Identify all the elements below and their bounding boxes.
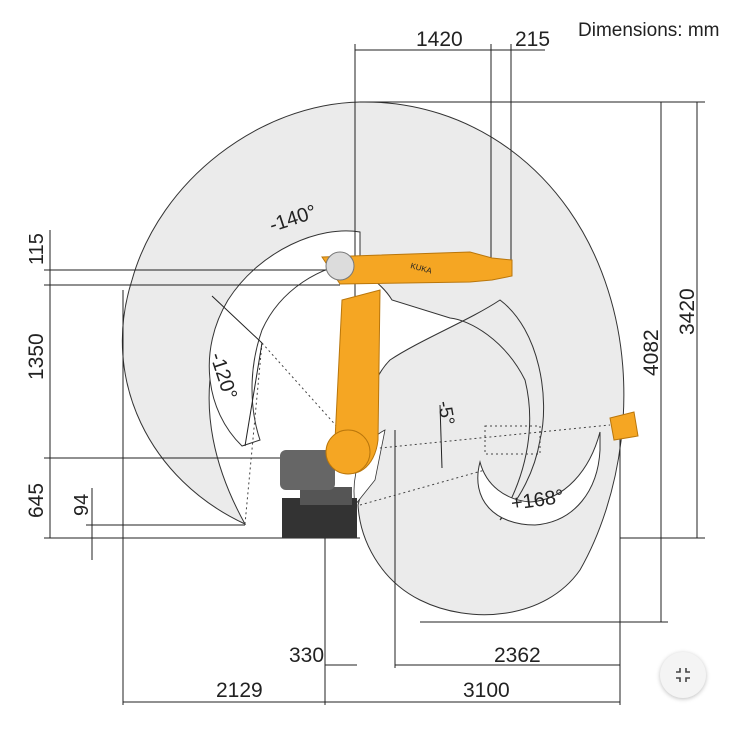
collapse-icon bbox=[676, 668, 690, 682]
units-label: Dimensions: mm bbox=[578, 20, 720, 41]
dim-bottom-back-reach: 2129 bbox=[216, 679, 263, 702]
construction-lines bbox=[244, 342, 611, 525]
dim-bottom-inner-reach: 2362 bbox=[494, 644, 541, 667]
fullscreen-toggle-button[interactable] bbox=[660, 652, 706, 698]
dim-left-offset-upper: 115 bbox=[26, 233, 48, 265]
dim-bottom-front-reach: 3100 bbox=[463, 679, 510, 702]
dim-bottom-offset: 330 bbox=[289, 644, 324, 667]
robot-wrist-far bbox=[609, 411, 639, 441]
front-inner-envelope bbox=[477, 431, 601, 526]
dim-top-reach: 1420 bbox=[416, 28, 463, 51]
dim-left-small: 94 bbox=[71, 494, 93, 516]
dim-left-base: 645 bbox=[25, 483, 48, 518]
dim-top-flange: 215 bbox=[515, 28, 550, 51]
robot-upper-arm bbox=[321, 251, 513, 285]
angle-axis5: -5° bbox=[433, 399, 458, 427]
robot-arm: KUKA bbox=[280, 251, 639, 538]
dim-right-inner: 4082 bbox=[640, 329, 663, 376]
dimension-labels: 1420 215 115 1350 645 94 4082 3420 330 2… bbox=[25, 28, 699, 702]
dim-right-outer: 3420 bbox=[676, 288, 699, 335]
dim-left-arm: 1350 bbox=[25, 333, 48, 380]
